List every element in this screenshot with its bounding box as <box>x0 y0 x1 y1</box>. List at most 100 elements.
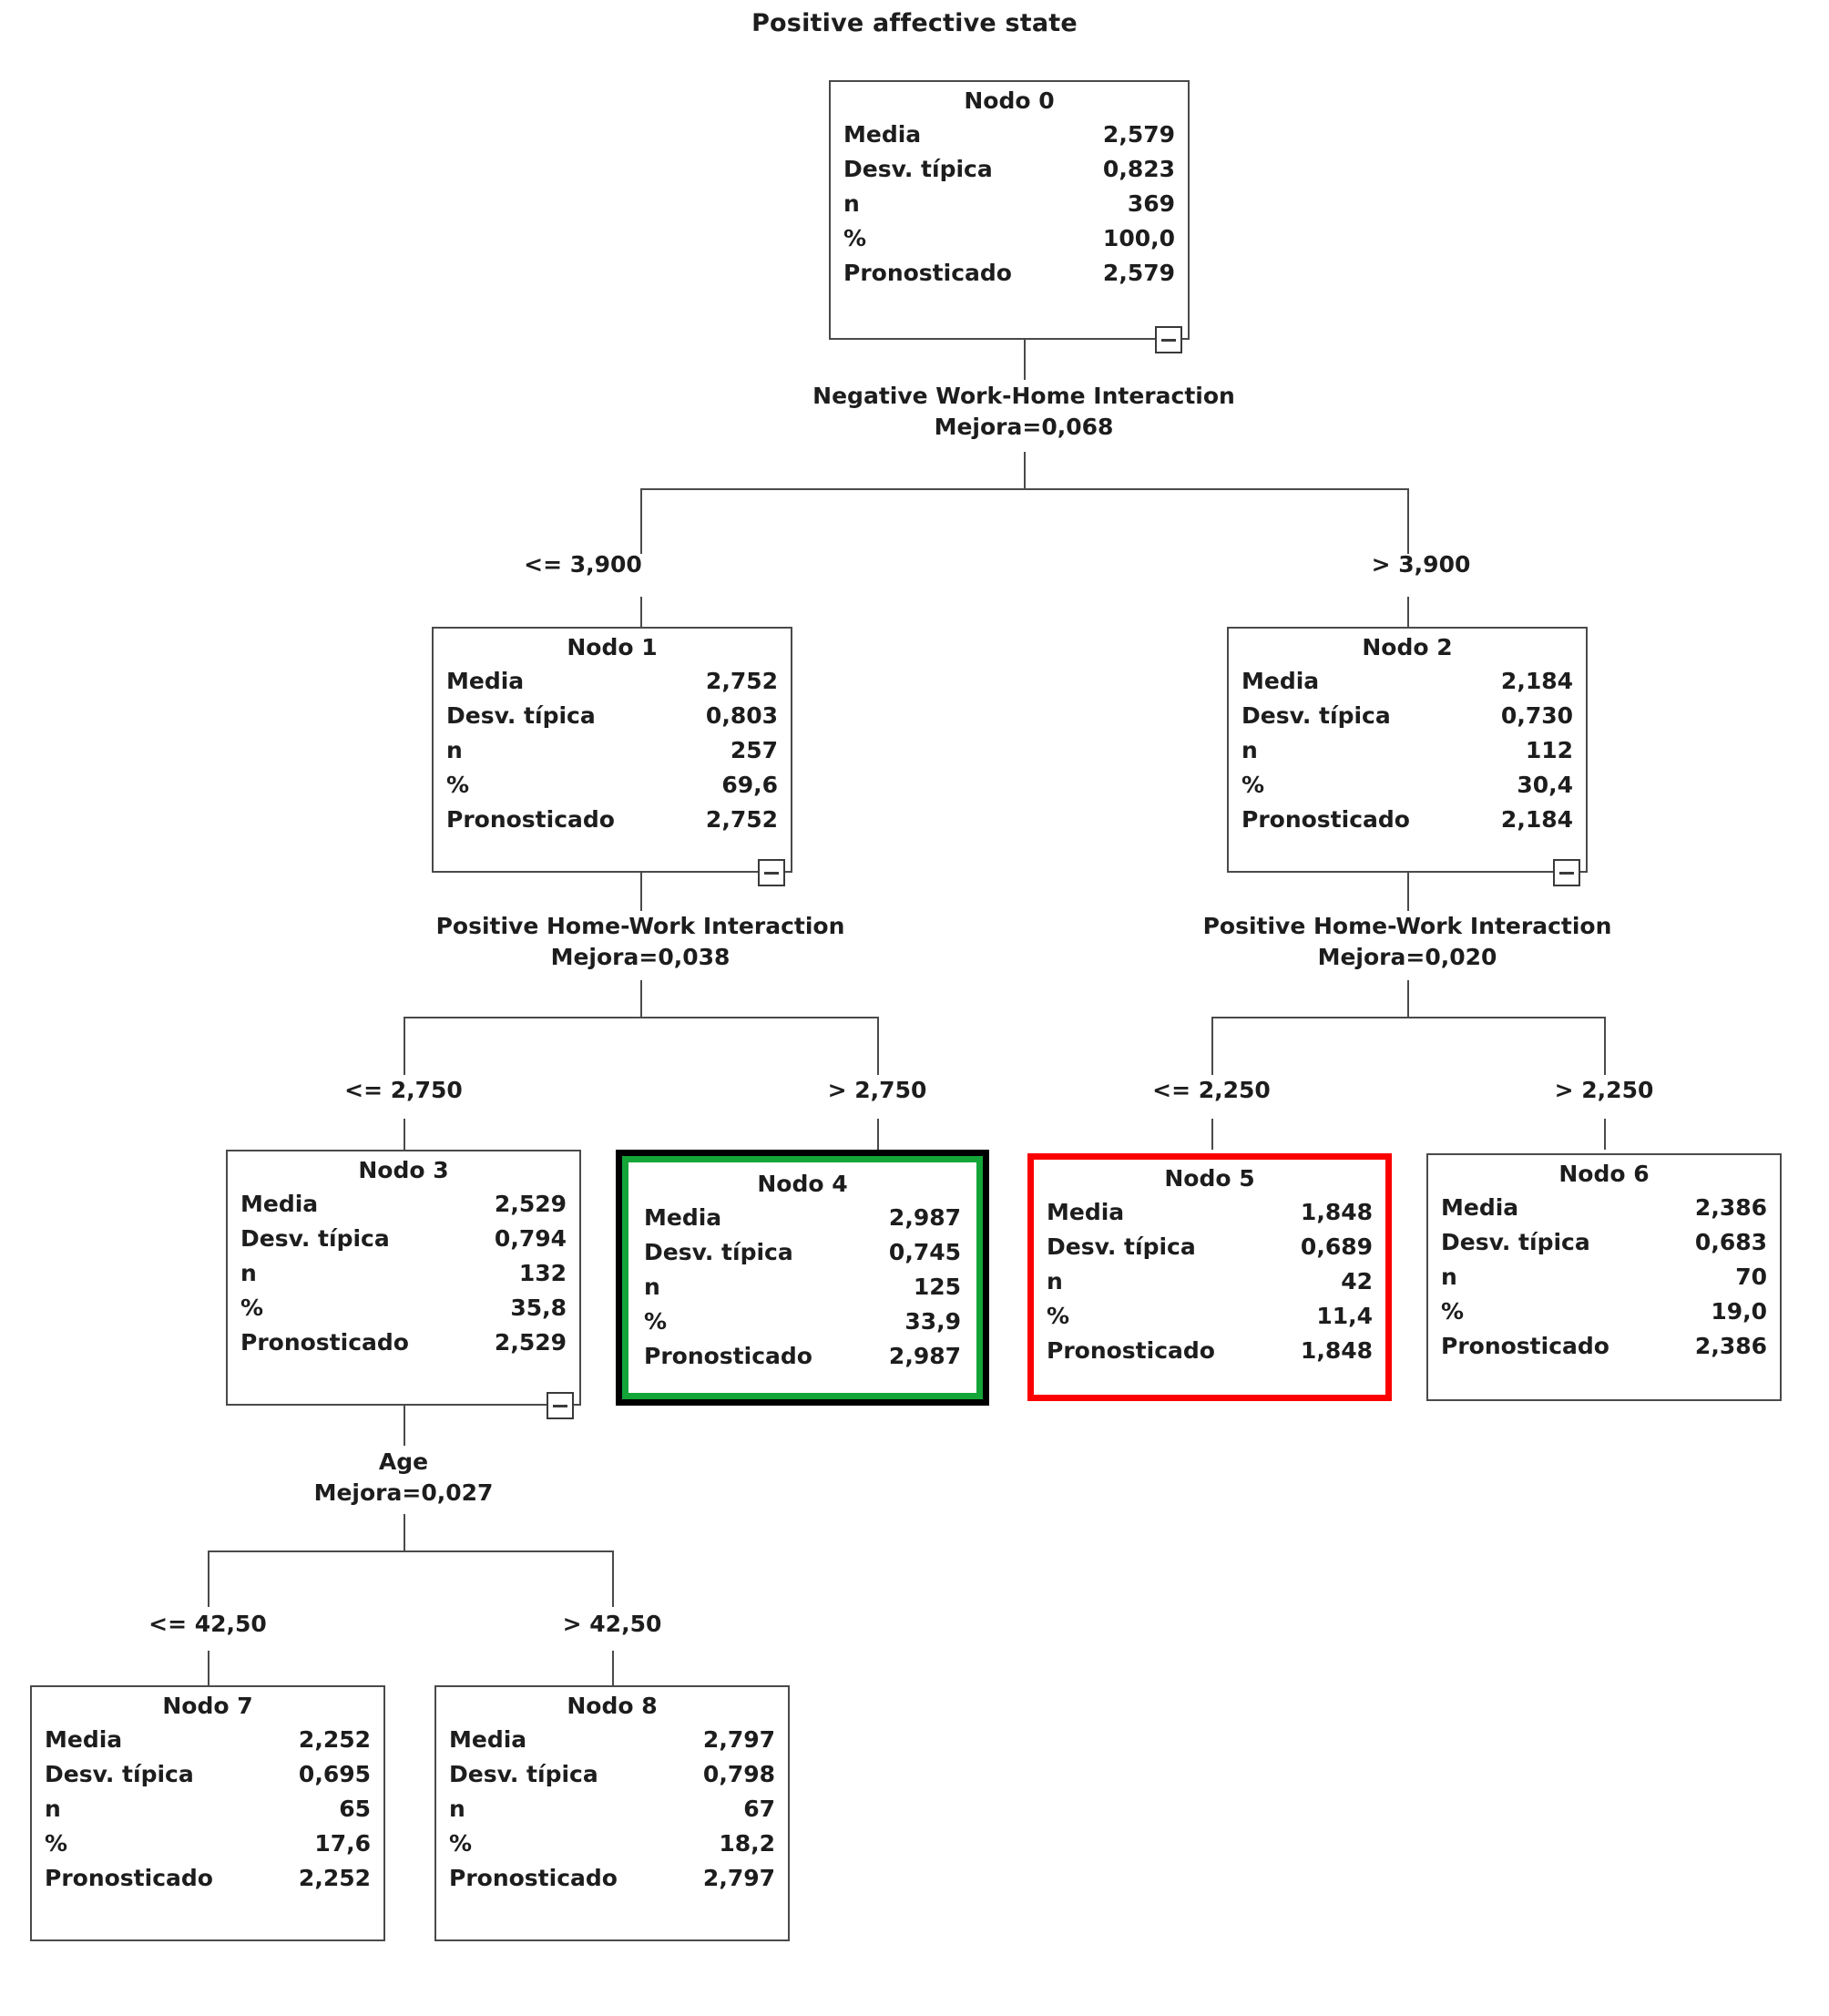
row-label-media: Media <box>1441 1194 1519 1221</box>
node-row-desv: Desv. típica 0,823 <box>843 152 1175 187</box>
collapse-minus-icon-nodo1[interactable] <box>758 859 785 886</box>
node-row-pct: % 17,6 <box>45 1827 371 1861</box>
row-label-media: Media <box>449 1726 527 1753</box>
row-label-n: n <box>45 1796 61 1822</box>
row-value-desv: 0,730 <box>1500 702 1573 729</box>
row-label-pct: % <box>644 1308 668 1335</box>
connector-split1-right-stub <box>877 1017 879 1075</box>
split-label-split2: Positive Home-Work Interaction Mejora=0,… <box>1134 911 1681 973</box>
row-value-pct: 19,0 <box>1711 1298 1767 1325</box>
row-value-pronosticado: 2,386 <box>1694 1333 1767 1359</box>
connector-split2-bar <box>1211 1017 1604 1018</box>
node-stats-nodo4: Media 2,987 Desv. típica 0,745 n 125 % 3… <box>631 1201 974 1381</box>
node-title-nodo6: Nodo 6 <box>1558 1161 1650 1187</box>
row-label-n: n <box>449 1796 465 1822</box>
node-row-media: Media 1,848 <box>1047 1195 1373 1230</box>
row-value-pronosticado: 2,184 <box>1500 806 1573 833</box>
tree-node-nodo3[interactable]: Nodo 3 Media 2,529 Desv. típica 0,794 n … <box>226 1150 581 1406</box>
row-label-pct: % <box>449 1830 473 1857</box>
node-row-pct: % 30,4 <box>1241 768 1573 803</box>
connector-split0-down <box>1024 452 1026 488</box>
connector-split1-bar <box>404 1017 878 1018</box>
row-value-n: 42 <box>1341 1268 1373 1295</box>
row-label-pct: % <box>45 1830 68 1857</box>
row-value-pronosticado: 2,579 <box>1102 260 1175 286</box>
tree-node-nodo1[interactable]: Nodo 1 Media 2,752 Desv. típica 0,803 n … <box>432 627 792 873</box>
node-row-media: Media 2,579 <box>843 118 1175 152</box>
tree-node-nodo2[interactable]: Nodo 2 Media 2,184 Desv. típica 0,730 n … <box>1227 627 1588 873</box>
node-row-desv: Desv. típica 0,794 <box>240 1222 567 1256</box>
node-stats-nodo8: Media 2,797 Desv. típica 0,798 n 67 % 18… <box>436 1723 788 1903</box>
row-value-n: 132 <box>518 1260 567 1286</box>
node-row-n: n 132 <box>240 1256 567 1291</box>
collapse-minus-icon-nodo3[interactable] <box>547 1392 574 1419</box>
split-improvement-split1: Mejora=0,038 <box>550 944 731 970</box>
row-label-pct: % <box>843 225 867 251</box>
node-row-media: Media 2,797 <box>449 1723 775 1757</box>
node-title-nodo1: Nodo 1 <box>567 634 658 660</box>
row-value-desv: 0,689 <box>1300 1233 1373 1260</box>
row-label-desv: Desv. típica <box>449 1761 598 1787</box>
node-stats-nodo1: Media 2,752 Desv. típica 0,803 n 257 % 6… <box>434 664 791 844</box>
row-label-n: n <box>1241 737 1258 763</box>
page-title: Positive affective state <box>751 9 1078 37</box>
connector-split2-down <box>1407 980 1409 1017</box>
node-row-desv: Desv. típica 0,730 <box>1241 699 1573 733</box>
node-row-n: n 67 <box>449 1792 775 1827</box>
row-value-n: 65 <box>339 1796 371 1822</box>
branch-label-split0-left: <= 3,900 <box>524 551 642 578</box>
row-value-n: 67 <box>743 1796 775 1822</box>
row-label-pronosticado: Pronosticado <box>446 806 615 833</box>
tree-node-nodo7[interactable]: Nodo 7 Media 2,252 Desv. típica 0,695 n … <box>30 1685 385 1941</box>
node-row-pronosticado: Pronosticado 2,252 <box>45 1861 371 1896</box>
node-row-n: n 257 <box>446 733 778 768</box>
node-row-media: Media 2,987 <box>644 1201 961 1235</box>
collapse-minus-icon-nodo2[interactable] <box>1553 859 1580 886</box>
node-row-desv: Desv. típica 0,695 <box>45 1757 371 1792</box>
row-label-media: Media <box>1047 1199 1125 1225</box>
row-value-desv: 0,794 <box>494 1225 567 1252</box>
row-label-pronosticado: Pronosticado <box>45 1865 213 1891</box>
split-variable-split3: Age <box>378 1448 429 1475</box>
connector-node0-down <box>1024 340 1026 380</box>
tree-node-nodo5[interactable]: Nodo 5 Media 1,848 Desv. típica 0,689 n … <box>1027 1153 1392 1401</box>
connector-node3-down <box>404 1406 405 1446</box>
tree-node-nodo6[interactable]: Nodo 6 Media 2,386 Desv. típica 0,683 n … <box>1426 1153 1782 1401</box>
row-label-media: Media <box>45 1726 123 1753</box>
row-value-pct: 35,8 <box>510 1295 567 1321</box>
node-row-n: n 112 <box>1241 733 1573 768</box>
branch-label-split2-left: <= 2,250 <box>1152 1077 1271 1103</box>
branch-label-split0-right: > 3,900 <box>1371 551 1471 578</box>
branch-label-split3-left: <= 42,50 <box>148 1611 267 1637</box>
row-label-pct: % <box>1241 772 1265 798</box>
split-variable-split1: Positive Home-Work Interaction <box>435 913 845 939</box>
row-value-media: 2,252 <box>298 1726 371 1753</box>
collapse-minus-icon-nodo0[interactable] <box>1155 326 1182 353</box>
tree-node-nodo0[interactable]: Nodo 0 Media 2,579 Desv. típica 0,823 n … <box>829 80 1190 340</box>
row-label-pct: % <box>1047 1303 1070 1329</box>
tree-node-nodo8[interactable]: Nodo 8 Media 2,797 Desv. típica 0,798 n … <box>434 1685 790 1941</box>
split-label-split0: Negative Work-Home Interaction Mejora=0,… <box>751 381 1297 443</box>
node-stats-nodo6: Media 2,386 Desv. típica 0,683 n 70 % 19… <box>1428 1191 1780 1371</box>
node-row-desv: Desv. típica 0,745 <box>644 1235 961 1270</box>
row-value-pronosticado: 2,797 <box>702 1865 775 1891</box>
row-label-media: Media <box>1241 668 1320 694</box>
row-value-pct: 11,4 <box>1316 1303 1373 1329</box>
row-label-desv: Desv. típica <box>240 1225 390 1252</box>
node-row-n: n 65 <box>45 1792 371 1827</box>
node-row-n: n 70 <box>1441 1260 1767 1295</box>
node-title-nodo8: Nodo 8 <box>567 1693 658 1719</box>
node-stats-nodo2: Media 2,184 Desv. típica 0,730 n 112 % 3… <box>1229 664 1586 844</box>
row-value-pronosticado: 2,252 <box>298 1865 371 1891</box>
tree-node-nodo4[interactable]: Nodo 4 Media 2,987 Desv. típica 0,745 n … <box>616 1150 989 1406</box>
node-stats-nodo0: Media 2,579 Desv. típica 0,823 n 369 % 1… <box>831 118 1188 298</box>
node-row-media: Media 2,252 <box>45 1723 371 1757</box>
row-value-media: 1,848 <box>1300 1199 1373 1225</box>
connector-split0-left-stub <box>640 488 642 554</box>
row-value-media: 2,529 <box>494 1191 567 1217</box>
node-row-pronosticado: Pronosticado 2,386 <box>1441 1329 1767 1364</box>
connector-to-node6 <box>1604 1119 1606 1150</box>
split-label-split1: Positive Home-Work Interaction Mejora=0,… <box>367 911 914 973</box>
row-label-media: Media <box>446 668 525 694</box>
connector-split3-bar <box>208 1550 612 1552</box>
